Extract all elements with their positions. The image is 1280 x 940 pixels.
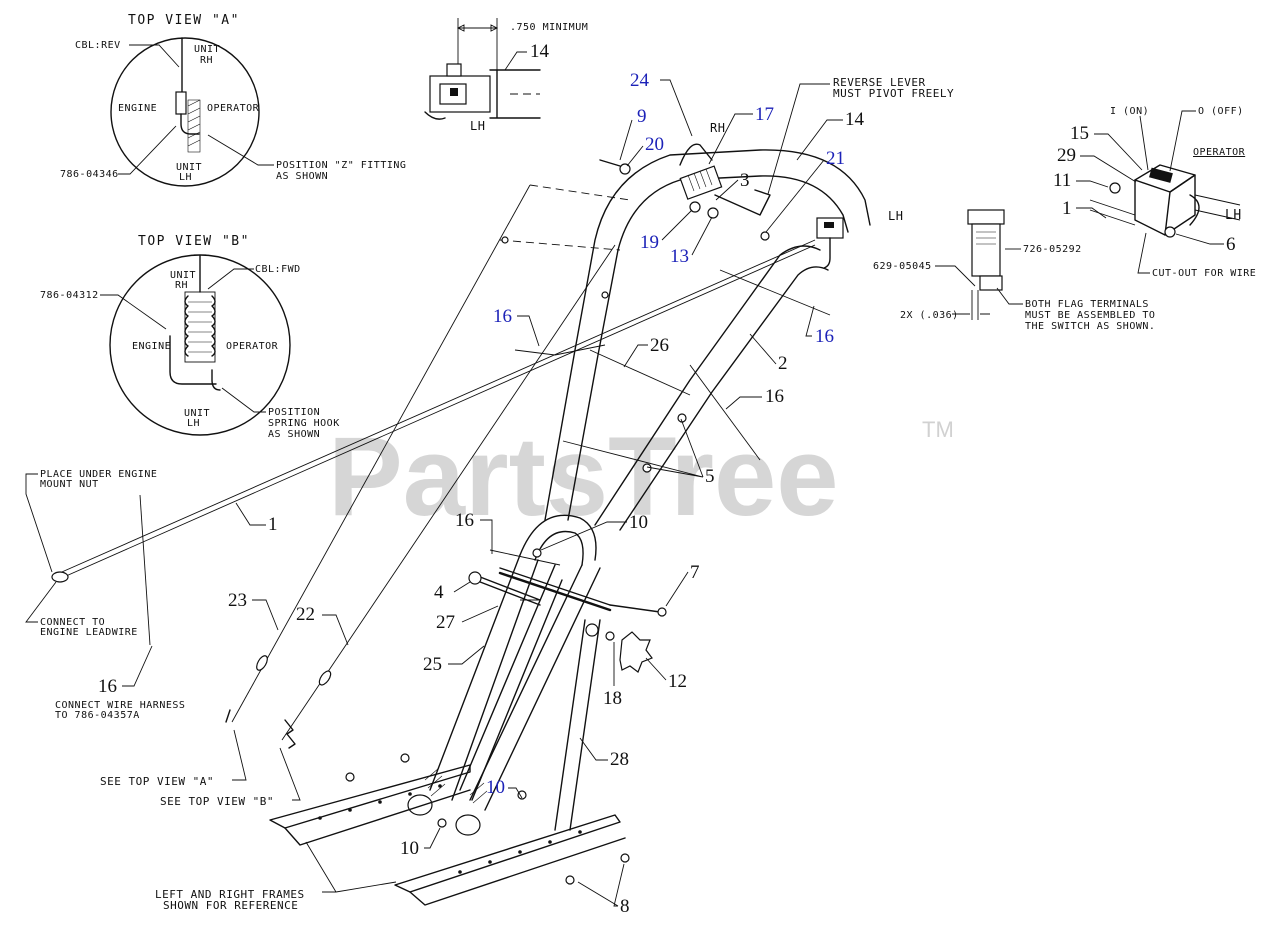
callout-25: 25: [423, 654, 442, 675]
callout-1: 1: [268, 514, 278, 535]
top-view-b-unit-lh-2: LH: [187, 418, 200, 429]
callout-23: 23: [228, 590, 247, 611]
callout-8: 8: [620, 896, 630, 917]
cables: [51, 184, 831, 749]
callout-18: 18: [603, 688, 622, 709]
note-rh: RH: [710, 121, 725, 135]
top-view-a-unit-lh-2: LH: [179, 172, 192, 183]
top-view-a-note-1: POSITION "Z" FITTING: [276, 160, 406, 171]
callout-5: 5: [705, 466, 715, 487]
switch-terminal-part-no: 629-05045: [873, 261, 932, 272]
top-view-a-operator: OPERATOR: [207, 103, 260, 114]
callout-29: 29: [1057, 145, 1076, 166]
top-view-a-title: TOP VIEW "A": [128, 13, 240, 28]
note-connect-engine-2: ENGINE LEADWIRE: [40, 627, 138, 638]
callout-26: 26: [650, 335, 669, 356]
switch-cutout: CUT-OUT FOR WIRE: [1152, 268, 1256, 279]
minimum-detail: .750 MINIMUM LH: [424, 18, 588, 133]
switch-part-no: 726-05292: [1023, 244, 1082, 255]
top-view-a: TOP VIEW "A" CBL:REV UNIT RH ENGINE OPER…: [60, 13, 406, 187]
top-view-b-operator: OPERATOR: [226, 341, 279, 352]
switch-on-label: I (ON): [1110, 106, 1149, 117]
switch-dimension: 2X (.036): [900, 310, 959, 321]
callout-10b: 10: [486, 777, 505, 798]
callout-16c: 16: [765, 386, 784, 407]
switch-note-1: BOTH FLAG TERMINALS: [1025, 299, 1149, 310]
switch-note-3: THE SWITCH AS SHOWN.: [1025, 321, 1155, 332]
callout-15: 15: [1070, 123, 1089, 144]
top-view-b-part-no: 786-04312: [40, 290, 99, 301]
callout-14a: 14: [530, 41, 550, 62]
callout-24: 24: [630, 70, 650, 91]
control-levers: [599, 143, 844, 269]
callout-22: 22: [296, 604, 315, 625]
callout-1b: 1: [1062, 198, 1072, 219]
callout-19: 19: [640, 232, 659, 253]
callout-9: 9: [637, 106, 647, 127]
note-reverse-lever-1: REVERSE LEVER: [833, 76, 926, 89]
top-view-b-cable: CBL:FWD: [255, 264, 301, 275]
callout-10a: 10: [629, 512, 648, 533]
note-frames-1: LEFT AND RIGHT FRAMES: [155, 888, 305, 901]
callout-28: 28: [610, 749, 629, 770]
top-view-b: TOP VIEW "B" UNIT RH CBL:FWD 786-04312 E…: [40, 234, 340, 440]
callout-10c: 10: [400, 838, 419, 859]
switch-detail: I (ON) O (OFF) OPERATOR LH CUT-OUT FOR W…: [873, 106, 1256, 332]
switch-off-label: O (OFF): [1198, 106, 1244, 117]
watermark-tm: TM: [922, 417, 954, 442]
top-view-a-engine: ENGINE: [118, 103, 157, 114]
callout-16d: 16: [455, 510, 474, 531]
note-connect-harness-1: CONNECT WIRE HARNESS: [55, 700, 185, 711]
minimum-label: .750 MINIMUM: [510, 22, 588, 33]
note-connect-engine-1: CONNECT TO: [40, 617, 105, 628]
top-view-b-engine: ENGINE: [132, 341, 171, 352]
top-view-b-unit-lh-1: UNIT: [184, 408, 210, 419]
callout-4: 4: [434, 582, 444, 603]
callout-16e: 16: [98, 676, 117, 697]
top-view-a-part-no: 786-04346: [60, 169, 119, 180]
top-view-a-cable: CBL:REV: [75, 40, 121, 51]
top-view-a-unit-rh-1: UNIT: [194, 44, 220, 55]
top-view-b-title: TOP VIEW "B": [138, 234, 250, 249]
callout-21: 21: [826, 148, 845, 169]
note-see-view-a: SEE TOP VIEW "A": [100, 775, 214, 788]
top-view-b-unit-rh-1: UNIT: [170, 270, 196, 281]
top-view-b-note-1: POSITION: [268, 407, 320, 418]
switch-lh: LH: [1225, 208, 1242, 223]
note-see-view-b: SEE TOP VIEW "B": [160, 795, 274, 808]
note-place-under-2: MOUNT NUT: [40, 479, 99, 490]
callout-16b: 16: [815, 326, 834, 347]
top-view-a-unit-rh-2: RH: [200, 55, 213, 66]
top-view-a-unit-lh-1: UNIT: [176, 162, 202, 173]
callout-20: 20: [645, 134, 664, 155]
note-reverse-lever-2: MUST PIVOT FREELY: [833, 87, 954, 100]
callout-6: 6: [1226, 234, 1236, 255]
callout-17: 17: [755, 104, 774, 125]
switch-note-2: MUST BE ASSEMBLED TO: [1025, 310, 1155, 321]
switch-operator: OPERATOR: [1193, 147, 1246, 158]
callout-2: 2: [778, 353, 788, 374]
top-view-b-note-3: AS SHOWN: [268, 429, 320, 440]
callout-numbers: 24 9 20 17 3 14 14 21 19 13 16 16 26 2 1…: [98, 41, 1236, 917]
top-view-a-note-2: AS SHOWN: [276, 171, 328, 182]
callout-3: 3: [740, 170, 750, 191]
callout-12: 12: [668, 671, 687, 692]
top-view-b-note-2: SPRING HOOK: [268, 418, 340, 429]
callout-16a: 16: [493, 306, 512, 327]
callout-27: 27: [436, 612, 455, 633]
note-lh: LH: [888, 209, 903, 223]
note-place-under-1: PLACE UNDER ENGINE: [40, 469, 157, 480]
minimum-lh: LH: [470, 119, 485, 133]
note-frames-2: SHOWN FOR REFERENCE: [163, 899, 298, 912]
callout-11: 11: [1053, 170, 1071, 191]
main-notes: REVERSE LEVER MUST PIVOT FREELY RH LH PL…: [25, 76, 954, 912]
callout-7: 7: [690, 562, 700, 583]
callout-14b: 14: [845, 109, 865, 130]
callout-13: 13: [670, 246, 689, 267]
note-connect-harness-2: TO 786-04357A: [55, 710, 140, 721]
top-view-b-unit-rh-2: RH: [175, 280, 188, 291]
